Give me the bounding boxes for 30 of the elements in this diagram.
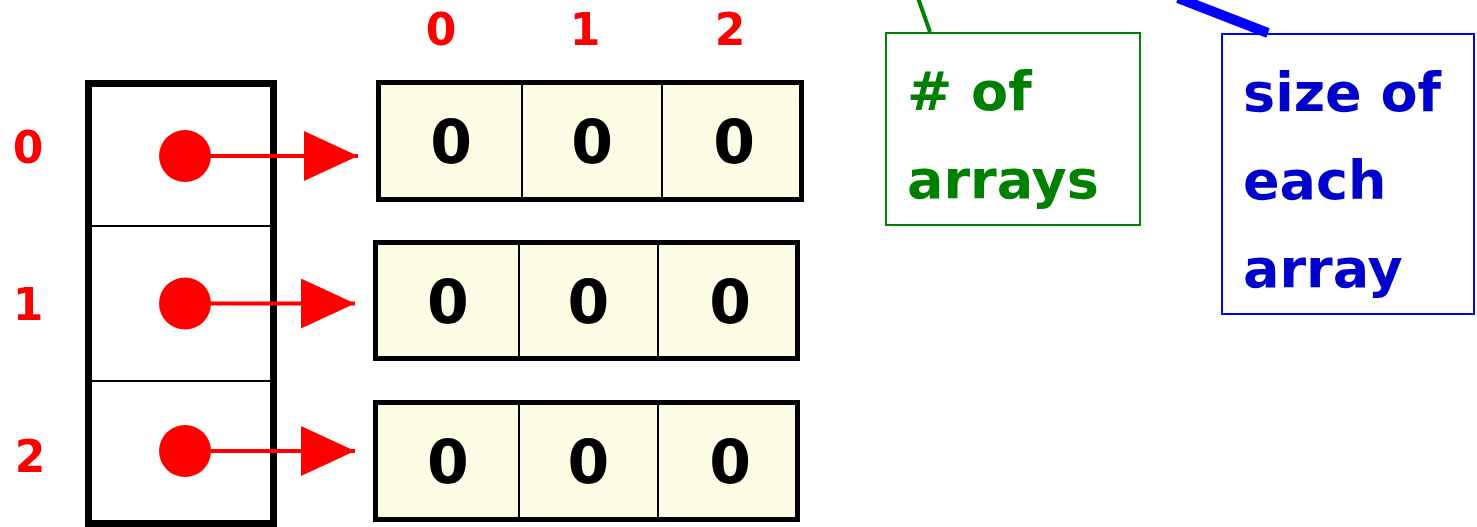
pointer-array [85, 80, 277, 527]
int-array [373, 400, 800, 522]
callout-text: size of each array [1243, 60, 1443, 302]
int-array [376, 80, 804, 202]
callout-box [885, 32, 1141, 226]
pointer-arrow [159, 425, 355, 477]
pointer-cell [90, 380, 272, 522]
cell-value: 0 [713, 112, 755, 172]
pointer-cell [90, 225, 272, 382]
int-array [373, 240, 800, 361]
cell-value: 0 [430, 112, 472, 172]
pointer-arrow [159, 130, 358, 182]
leader-line [1176, 0, 1270, 38]
column-index: 0 [425, 8, 457, 52]
column-index: 2 [714, 8, 746, 52]
row-index: 2 [14, 435, 46, 479]
pointer-arrow [159, 277, 355, 330]
column-index: 1 [569, 8, 601, 52]
cell-value: 0 [426, 432, 469, 492]
cell-value: 0 [567, 271, 610, 332]
callout-text: # of arrays [907, 59, 1100, 213]
row-index: 0 [12, 126, 44, 170]
row-index: 1 [12, 283, 44, 327]
callout-box [1221, 33, 1475, 315]
cell-value: 0 [709, 432, 752, 492]
cell-value: 0 [567, 432, 610, 492]
cell-value: 0 [571, 112, 613, 172]
cell-value: 0 [709, 271, 752, 332]
cell-value: 0 [426, 271, 469, 332]
leader-line [916, 0, 932, 33]
